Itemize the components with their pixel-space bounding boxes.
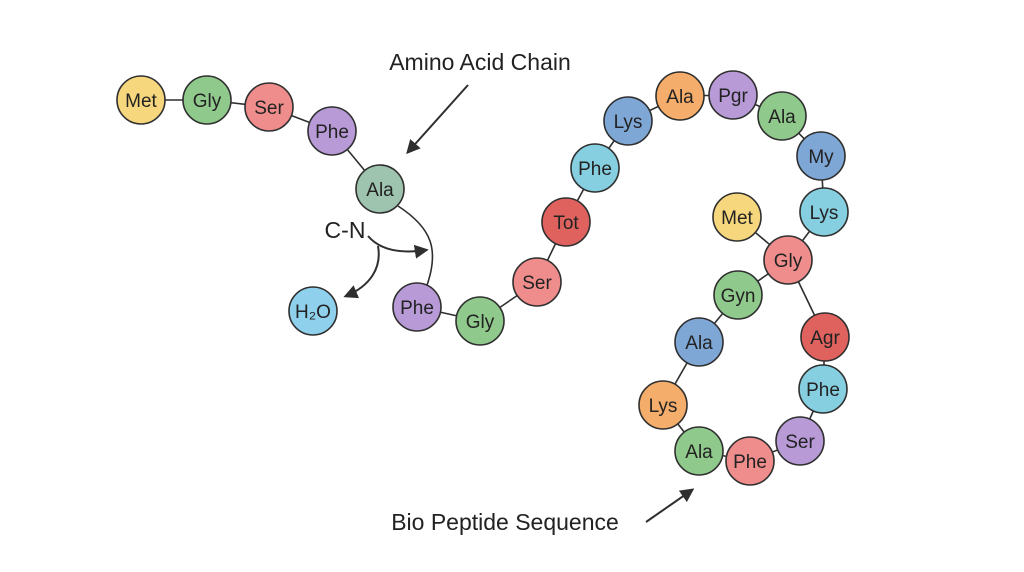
residue-node: Tot: [541, 197, 591, 247]
residue-circle: [307, 106, 357, 156]
residue-label: H₂O: [295, 302, 331, 323]
residue-node: Phe: [307, 106, 357, 156]
residue-circle: [355, 164, 405, 214]
residue-label: Phe: [315, 122, 349, 143]
residue-circle: [392, 282, 442, 332]
residue-node: Lys: [638, 380, 688, 430]
residue-circle: [638, 380, 688, 430]
residue-circle: [116, 75, 166, 125]
residue-label: Tot: [553, 213, 579, 234]
residue-node: Ala: [674, 426, 724, 476]
residue-circle: [674, 426, 724, 476]
residue-label: Ser: [254, 98, 284, 119]
amino-acid-chain-arrow: [406, 84, 469, 155]
residue-circle: [708, 70, 758, 120]
residue-circle: [763, 235, 813, 285]
residue-label: Gly: [774, 251, 803, 272]
residue-circle: [775, 416, 825, 466]
residue-label: Met: [125, 91, 157, 112]
bond-arrow: [367, 235, 429, 259]
residue-label: Gly: [193, 91, 222, 112]
residue-label: Gyn: [721, 286, 756, 307]
residue-node: Ala: [655, 71, 705, 121]
residue-circle: [800, 312, 850, 362]
residue-label: Lys: [649, 396, 678, 417]
residue-circle: [455, 296, 505, 346]
residue-node: Ser: [244, 82, 294, 132]
residue-label: Ala: [685, 442, 713, 463]
residue-circle: [541, 197, 591, 247]
residue-circle: [182, 75, 232, 125]
residue-circle: [757, 91, 807, 141]
residue-node: Lys: [603, 96, 653, 146]
residue-node: Lys: [799, 187, 849, 237]
residue-label: Phe: [733, 452, 767, 473]
residue-circle: [512, 257, 562, 307]
residue-label: Ala: [366, 180, 394, 201]
residue-node: Phe: [392, 282, 442, 332]
residue-circle: [796, 131, 846, 181]
residue-label: Lys: [614, 112, 643, 133]
residue-node: Ser: [512, 257, 562, 307]
curved-peptide-bond: [397, 205, 434, 289]
residue-label: Met: [721, 208, 753, 229]
residue-label: Ala: [666, 87, 694, 108]
residue-circle: [725, 436, 775, 486]
water-release-arrow: [343, 245, 380, 299]
residue-label: Ser: [785, 432, 815, 453]
water-molecule: H₂O: [288, 286, 338, 336]
residue-node: My: [796, 131, 846, 181]
residue-circle: [799, 187, 849, 237]
residue-node: Phe: [725, 436, 775, 486]
residue-circle: [603, 96, 653, 146]
residue-label: Pgr: [718, 86, 748, 107]
residue-label: Ala: [685, 333, 713, 354]
residue-label: Ser: [522, 273, 552, 294]
bio-peptide-sequence-label: Bio Peptide Sequence: [391, 509, 619, 535]
residue-node: Phe: [798, 364, 848, 414]
residue-node: Ser: [775, 416, 825, 466]
residue-label: Gly: [466, 312, 495, 333]
residue-circle: [570, 143, 620, 193]
residue-circle: [244, 82, 294, 132]
residue-node: Phe: [570, 143, 620, 193]
residue-label: Phe: [806, 380, 840, 401]
residue-circle: [713, 270, 763, 320]
residue-node: Ala: [674, 317, 724, 367]
residue-label: Phe: [400, 298, 434, 319]
residue-node: Ala: [757, 91, 807, 141]
residue-label: Phe: [578, 159, 612, 180]
residue-label: Agr: [810, 328, 840, 349]
c-n-bond-label: C-N: [325, 217, 366, 243]
residue-label: My: [808, 147, 834, 168]
residue-circle: [712, 192, 762, 242]
residue-node: Met: [712, 192, 762, 242]
residue-label: Ala: [768, 107, 796, 128]
residue-node: Met: [116, 75, 166, 125]
residue-circle: [674, 317, 724, 367]
residue-circle: [798, 364, 848, 414]
residue-circle: [655, 71, 705, 121]
residue-node: Gly: [455, 296, 505, 346]
residue-node: Pgr: [708, 70, 758, 120]
bio-peptide-sequence-arrow: [645, 488, 695, 523]
residue-node: Gyn: [713, 270, 763, 320]
residue-node: Ala: [355, 164, 405, 214]
residue-node: Gly: [763, 235, 813, 285]
residue-node: Gly: [182, 75, 232, 125]
residue-circle: [288, 286, 338, 336]
residue-label: Lys: [810, 203, 839, 224]
residue-node: Agr: [800, 312, 850, 362]
amino-acid-chain-label: Amino Acid Chain: [389, 49, 571, 75]
